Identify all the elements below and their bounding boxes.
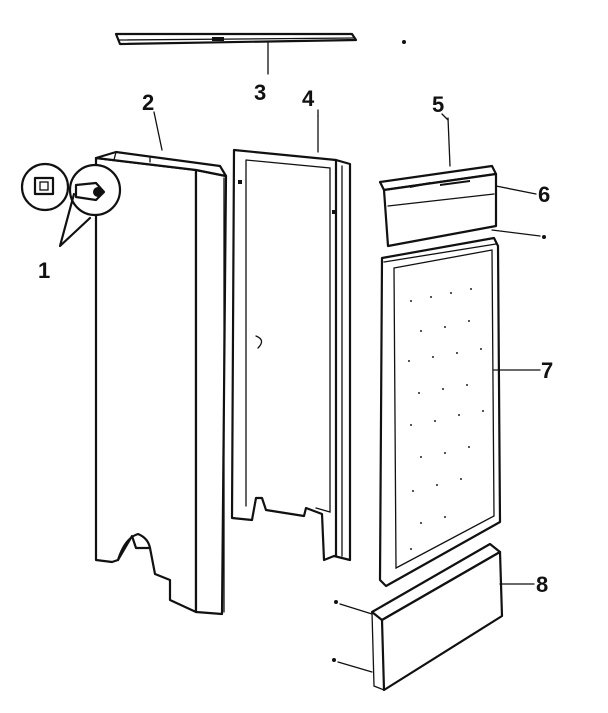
part-2-side-panel	[94, 150, 228, 616]
callout-7: 7	[541, 358, 553, 383]
callout-4: 4	[302, 86, 315, 111]
part-5-upper-panel	[378, 117, 546, 248]
callout-6: 6	[538, 182, 550, 207]
part-4-rear-frame	[230, 115, 352, 562]
part-3-top-trim	[114, 32, 406, 75]
part-1-lock-fittings	[20, 162, 122, 248]
callout-2: 2	[142, 90, 154, 115]
callout-3: 3	[254, 80, 266, 105]
part-7-door	[378, 236, 541, 588]
callout-5: 5	[432, 92, 444, 117]
callout-leaders	[153, 109, 449, 151]
callout-8: 8	[536, 572, 548, 597]
part-8-kick-plate	[332, 542, 535, 692]
callout-1: 1	[38, 258, 50, 283]
